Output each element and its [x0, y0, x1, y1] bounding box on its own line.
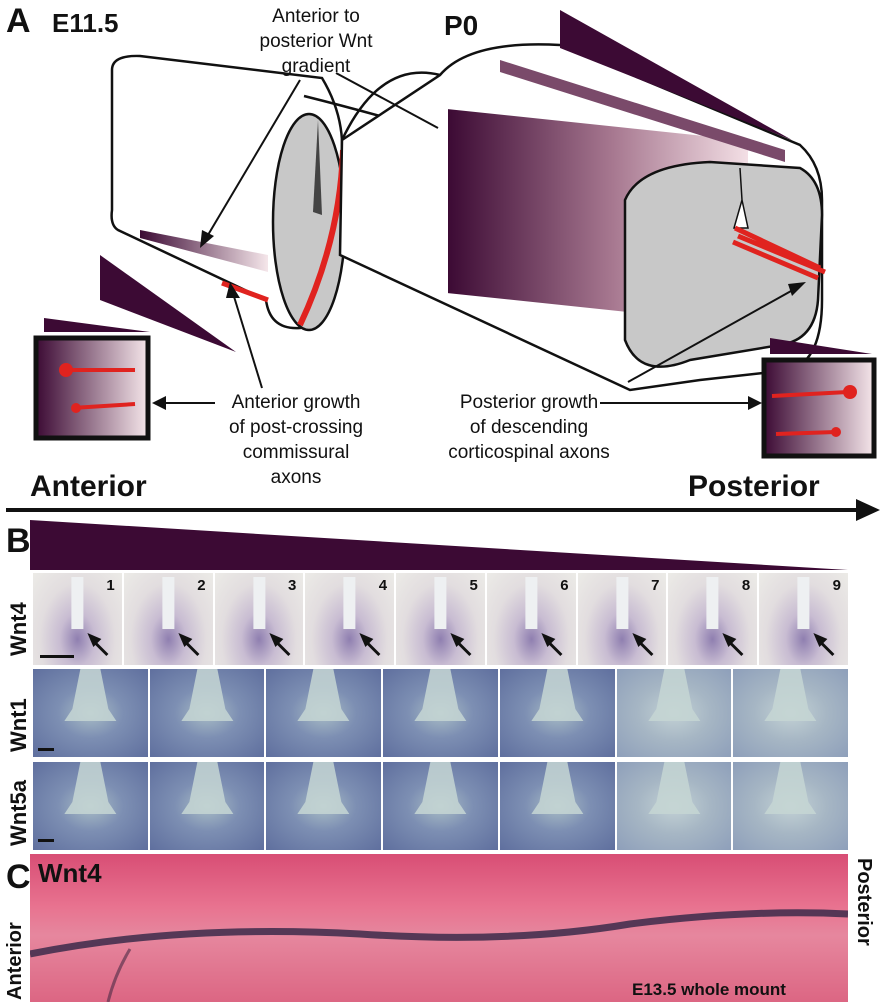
anterior-growth-line-3: commissural axons [242, 442, 350, 488]
posterior-pointer [627, 285, 801, 383]
scale-bar-wnt1 [38, 748, 54, 751]
wnt4-section-tile: 7 [577, 573, 667, 665]
e11-wnt-bar [140, 230, 268, 272]
row-label-wnt4: Wnt4 [6, 602, 31, 656]
right-inset-wedge [770, 338, 872, 354]
right-inset-box [761, 357, 877, 459]
posterior-growth-line-3: corticospinal axons [448, 442, 610, 463]
wnt1-section-tile [499, 669, 615, 757]
posterior-growth-line-1: Posterior growth [459, 392, 599, 413]
left-inset-box [33, 335, 151, 441]
p0-dorsal-column [733, 167, 749, 229]
row-label-wnt1: Wnt1 [6, 698, 31, 752]
wnt4-section-tile: 3 [214, 573, 304, 665]
panel-c-right-label: Posterior [853, 858, 875, 946]
wnt1-section-tile [383, 669, 498, 757]
anterior-growth-line-1: Anterior growth [231, 392, 361, 413]
gradient-pointer-right [335, 72, 439, 129]
scale-bar-wnt4 [40, 655, 74, 658]
stage-p0-label: P0 [444, 10, 479, 41]
anterior-growth-line-2: of post-crossing [228, 417, 364, 438]
gradient-note-line-2: posterior Wnt [259, 31, 373, 52]
wnt4-section-tile: 6 [486, 573, 576, 665]
wnt4-section-tile: 4 [305, 573, 395, 665]
wnt4-section-tile: 2 [123, 573, 213, 665]
neural-tube-line [29, 909, 849, 1003]
panel-a-letter: A [6, 2, 31, 40]
scale-bar-wnt5a [38, 839, 54, 842]
gradient-pointer-left [204, 79, 301, 241]
wnt1-section-tile [266, 669, 382, 757]
wnt5a-section-tile [149, 762, 265, 850]
e11-floor-plate [313, 120, 322, 215]
anterior-pointer [231, 289, 263, 389]
panel-c-left-label: Anterior [4, 922, 26, 1000]
tile-number: 1 [106, 577, 115, 594]
axis-anterior-label: Anterior [30, 470, 147, 503]
left-inset-wedge [44, 318, 150, 332]
panel-a-diagram [33, 10, 877, 459]
wnt5a-section-tile [266, 762, 382, 850]
wnt5a-section-tile [383, 762, 498, 850]
wnt5a-section-tile [33, 762, 148, 850]
wnt4-section-tile: 1 [33, 573, 122, 665]
panel-c-letter: C [6, 858, 31, 896]
wnt1-section-tile [33, 669, 148, 757]
panel-c-caption: E13.5 whole mount [632, 980, 786, 999]
anterior-growth-note: Anterior growth of post-crossing commiss… [216, 390, 376, 490]
anterior-posterior-axis-arrow [6, 499, 880, 521]
wnt4-section-tile: 5 [396, 573, 485, 665]
panel-c-title: Wnt4 [38, 858, 102, 888]
tile-number: 9 [832, 577, 841, 594]
wnt4-section-tile: 9 [759, 573, 848, 665]
tile-number: 7 [651, 577, 660, 594]
row-label-wnt5a: Wnt5a [6, 780, 31, 846]
tile-number: 5 [469, 577, 478, 594]
whole-mount-image [29, 854, 849, 1003]
wnt1-section-tile [149, 669, 265, 757]
tile-number: 3 [287, 577, 297, 594]
posterior-growth-line-2: of descending [469, 417, 589, 438]
panel-b-letter: B [6, 522, 31, 560]
wnt1-section-tile [616, 669, 732, 757]
wnt5a-section-tile [616, 762, 732, 850]
panel-b-gradient-wedge [30, 520, 848, 570]
posterior-growth-note: Posterior growth of descending corticosp… [446, 390, 612, 465]
p0-corticospinal-axons [732, 225, 826, 281]
tile-number: 4 [378, 577, 388, 594]
wnt4-section-tile: 8 [668, 573, 758, 665]
tile-number: 6 [560, 577, 569, 594]
gradient-note: Anterior to posterior Wnt gradient [246, 4, 386, 79]
wnt5a-section-tile [499, 762, 615, 850]
gradient-note-line-3: gradient [281, 56, 351, 77]
tile-number: 2 [197, 577, 206, 594]
e11-gradient-wedge [100, 255, 236, 352]
wnt1-section-tile [733, 669, 848, 757]
stage-e11-label: E11.5 [52, 8, 119, 38]
p0-cross-section [623, 160, 824, 368]
tile-number: 8 [741, 577, 751, 594]
gradient-note-line-1: Anterior to [272, 6, 360, 27]
p0-top-bar [500, 60, 785, 162]
p0-gradient-wedge [560, 10, 792, 140]
wnt5a-section-tile [733, 762, 848, 850]
axis-posterior-label: Posterior [688, 470, 820, 503]
